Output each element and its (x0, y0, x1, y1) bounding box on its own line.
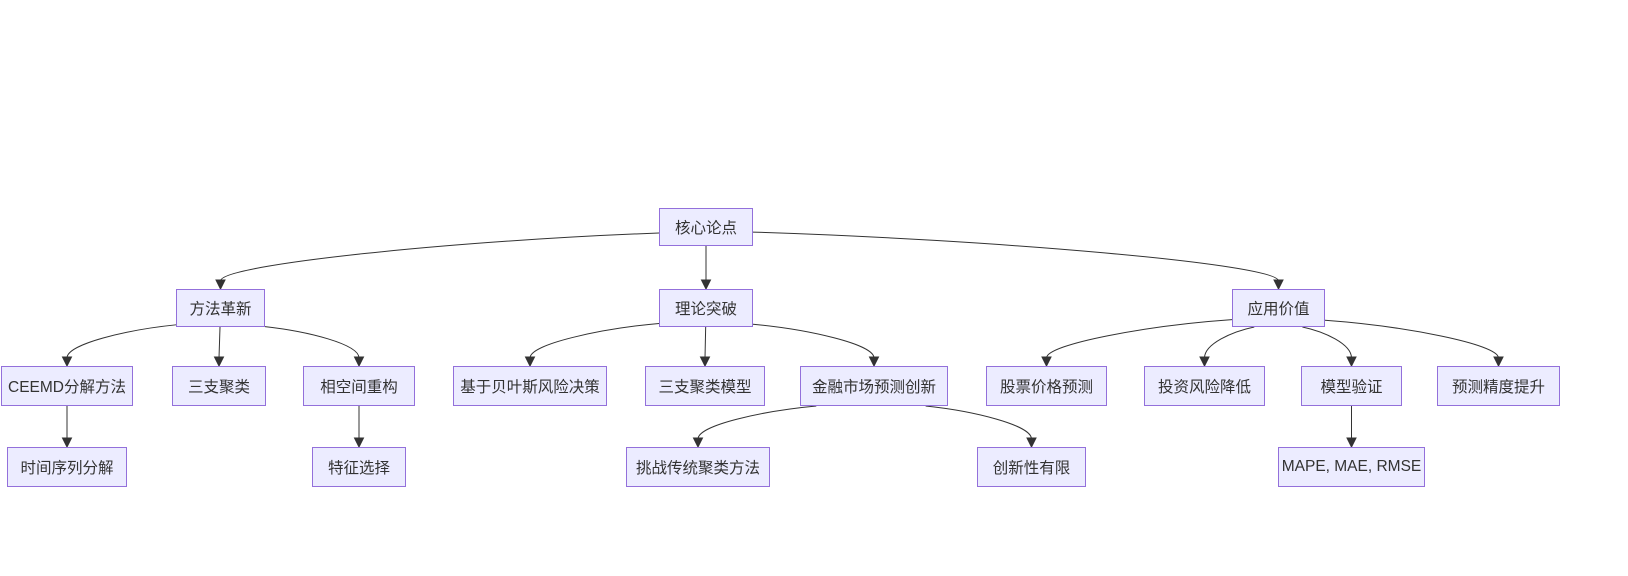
node-precision: 预测精度提升 (1437, 366, 1560, 406)
node-ceemd: CEEMD分解方法 (1, 366, 133, 406)
arrowhead-validation-metrics (1346, 437, 1357, 449)
arrowhead-value-stock (1041, 356, 1052, 368)
arrowhead-finance-innovation-limited (1026, 437, 1037, 449)
edge-value-risk (1204, 326, 1255, 359)
node-bayes: 基于贝叶斯风险决策 (453, 366, 607, 406)
edge-finance-innovation-challenge (697, 405, 817, 440)
arrowhead-theory-twc-model (699, 356, 711, 368)
edge-theory-twc-model (704, 326, 707, 359)
node-stock: 股票价格预测 (986, 366, 1107, 406)
node-three-way: 三支聚类 (172, 366, 266, 406)
edge-method-ceemd (66, 324, 177, 359)
edge-value-validation (1302, 326, 1352, 359)
edge-root-method (220, 232, 660, 282)
edge-method-phase-space (264, 326, 360, 359)
node-theory: 理论突破 (659, 289, 753, 327)
arrowhead-theory-finance-innovation (868, 356, 880, 368)
edge-theory-finance-innovation (752, 323, 875, 359)
node-challenge: 挑战传统聚类方法 (626, 447, 770, 487)
arrowhead-value-risk (1199, 356, 1210, 368)
node-root: 核心论点 (659, 208, 753, 246)
node-metrics: MAPE, MAE, RMSE (1278, 447, 1425, 487)
edge-theory-bayes (529, 322, 660, 359)
node-risk: 投资风险降低 (1144, 366, 1265, 406)
arrowhead-root-theory (700, 279, 712, 291)
arrowhead-method-three-way (213, 356, 225, 368)
arrowhead-phase-space-feature-sel (353, 437, 365, 449)
edge-value-precision (1324, 319, 1499, 359)
node-finance-innovation: 金融市场预测创新 (800, 366, 948, 406)
node-phase-space: 相空间重构 (303, 366, 415, 406)
node-ts-decomp: 时间序列分解 (7, 447, 127, 487)
arrowhead-theory-bayes (524, 356, 536, 368)
arrowhead-root-method (215, 279, 226, 291)
edge-root-value (752, 231, 1279, 282)
node-twc-model: 三支聚类模型 (645, 366, 765, 406)
node-validation: 模型验证 (1301, 366, 1402, 406)
node-feature-sel: 特征选择 (312, 447, 406, 487)
node-value: 应用价值 (1232, 289, 1325, 327)
node-method: 方法革新 (176, 289, 265, 327)
arrowhead-root-value (1273, 279, 1284, 291)
edge-finance-innovation-limited (925, 405, 1032, 440)
arrowhead-ceemd-ts-decomp (61, 437, 73, 449)
edge-method-three-way (218, 326, 221, 359)
arrowhead-method-phase-space (353, 356, 365, 368)
node-limited: 创新性有限 (977, 447, 1086, 487)
arrowhead-method-ceemd (61, 356, 73, 368)
arrowhead-value-precision (1493, 356, 1504, 368)
edge-value-stock (1046, 319, 1233, 359)
arrowhead-finance-innovation-challenge (692, 437, 704, 449)
arrowhead-value-validation (1346, 356, 1357, 368)
